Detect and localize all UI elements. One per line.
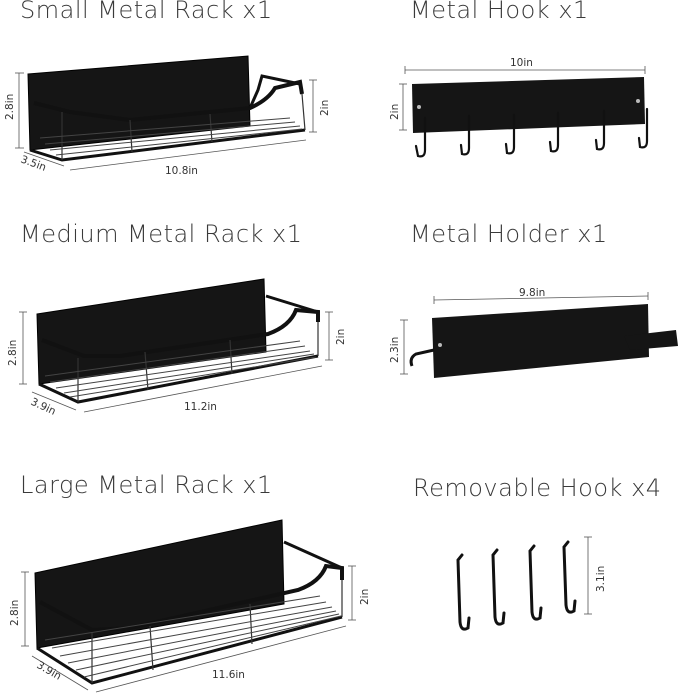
small-rack-title: Small Metal Rack x1 — [20, 0, 273, 24]
metal-holder — [400, 292, 678, 378]
removable-hook-title: Removable Hook x4 — [413, 474, 662, 502]
medium-rack-depth-label: 3.9in — [29, 396, 58, 418]
large-metal-rack — [34, 519, 344, 685]
metal-holder-width-label: 9.8in — [519, 287, 545, 299]
medium-rack-height-label: 2.8in — [7, 340, 19, 366]
large-rack-width-label: 11.6in — [212, 669, 245, 681]
removable-hooks — [456, 540, 577, 631]
large-rack-back-label: 2in — [359, 589, 371, 605]
removable-hook-dimension — [584, 536, 592, 615]
medium-rack-back-label: 2in — [335, 329, 347, 345]
large-rack-title: Large Metal Rack x1 — [20, 471, 273, 499]
medium-rack-width-label: 11.2in — [184, 401, 217, 413]
medium-rack-dimensions — [19, 311, 333, 413]
medium-metal-rack — [36, 278, 320, 404]
medium-rack-title: Medium Metal Rack x1 — [20, 220, 303, 248]
small-rack-width-label: 10.8in — [165, 165, 198, 177]
small-metal-rack — [27, 55, 306, 162]
removable-hook-height-label: 3.1in — [595, 566, 607, 592]
metal-hook — [399, 66, 649, 158]
small-rack-height-label: 2.8in — [4, 94, 16, 120]
metal-hook-title: Metal Hook x1 — [410, 0, 589, 24]
metal-holder-title: Metal Holder x1 — [410, 220, 608, 248]
metal-hook-width-label: 10in — [510, 57, 533, 69]
small-rack-dimensions — [15, 72, 317, 171]
metal-holder-height-label: 2.3in — [389, 337, 401, 363]
large-rack-dimensions — [21, 565, 356, 693]
large-rack-height-label: 2.8in — [9, 600, 21, 626]
small-rack-back-label: 2in — [319, 100, 331, 116]
metal-hook-height-label: 2in — [389, 104, 401, 120]
small-rack-depth-label: 3.5in — [19, 154, 48, 174]
